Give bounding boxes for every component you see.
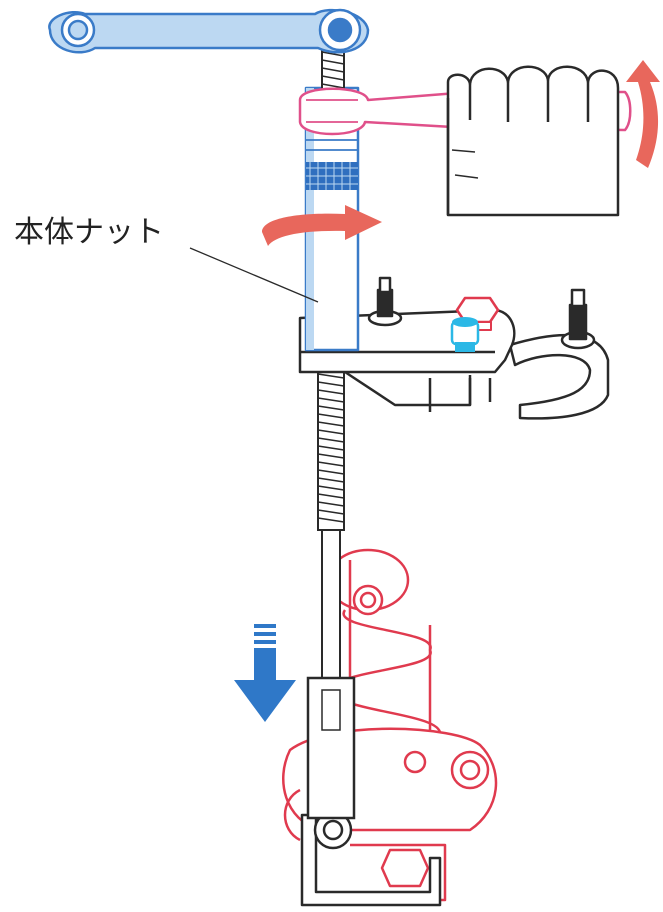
lower-rod	[322, 530, 340, 680]
shock-bottom-bolt	[382, 850, 428, 886]
link-eye-right	[452, 752, 488, 788]
right-bracket	[510, 335, 608, 418]
link-eye-left	[405, 752, 425, 772]
callout-leader	[190, 248, 318, 302]
cyan-cap	[452, 317, 478, 352]
shock-top-bolt	[354, 586, 382, 614]
down-arrow-icon	[234, 624, 296, 722]
right-bolt	[570, 305, 586, 339]
hand	[448, 67, 618, 215]
blue-wrench	[49, 10, 368, 52]
callout-label: 本体ナット	[14, 215, 164, 250]
left-bolt	[378, 290, 392, 316]
